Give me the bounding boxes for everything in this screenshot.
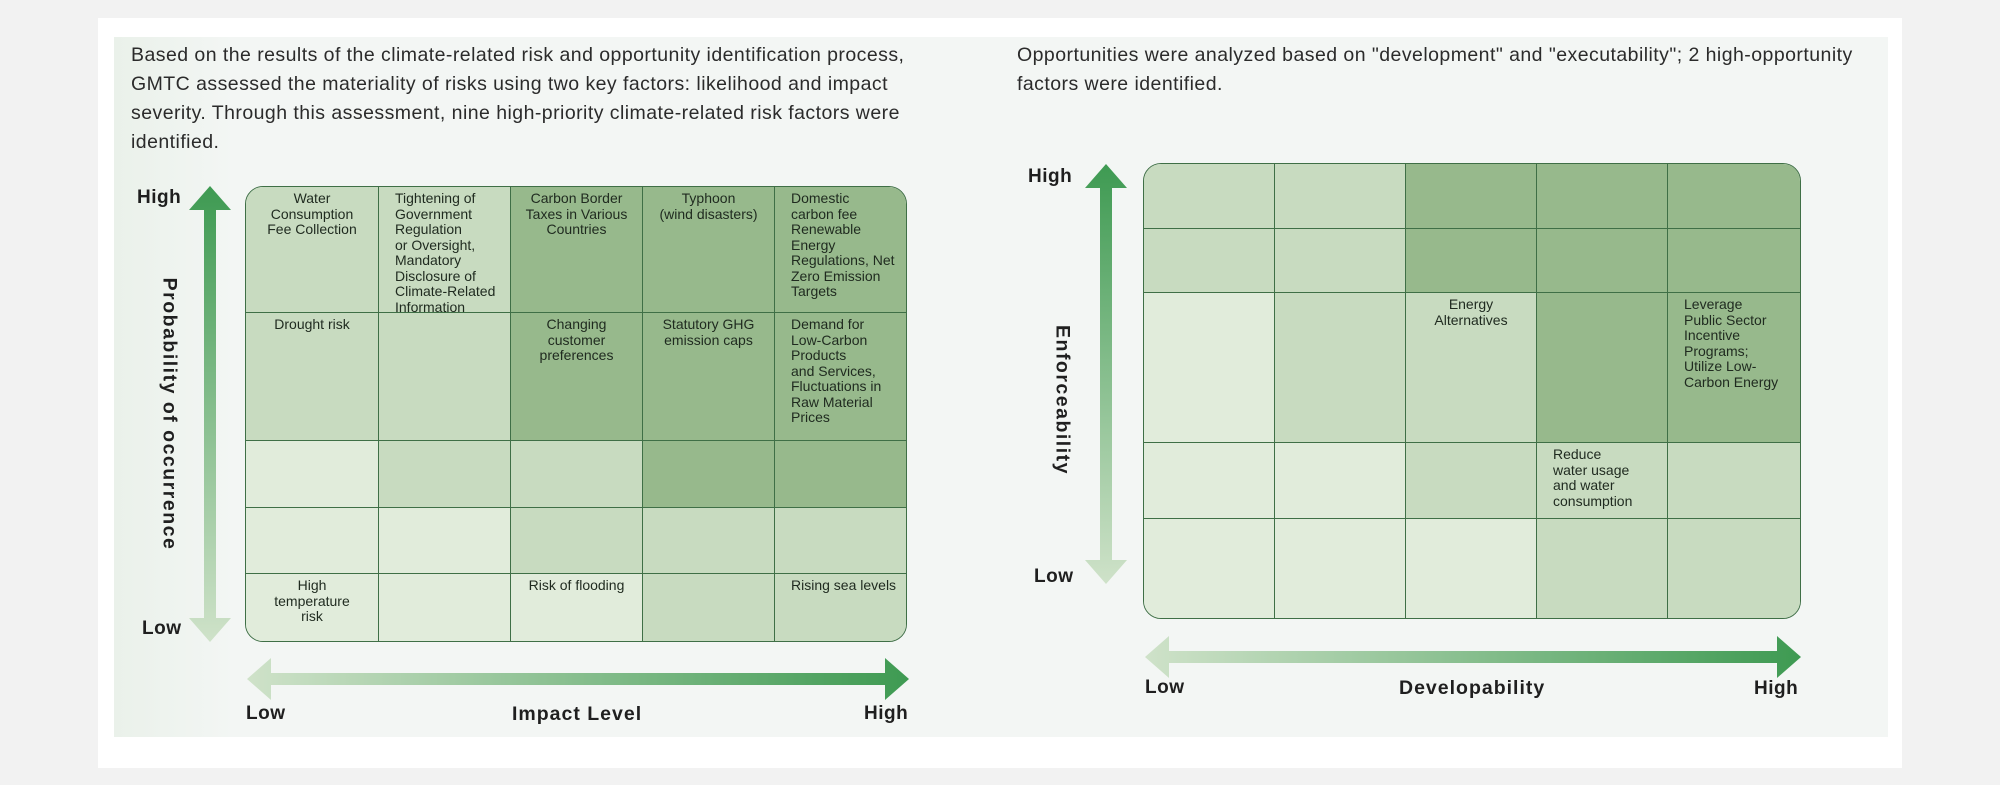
opportunity-cell bbox=[1275, 164, 1406, 229]
risk-cell: Statutory GHG emission caps bbox=[643, 313, 775, 441]
enforceability-low-label: Low bbox=[1034, 566, 1074, 587]
opportunity-cell bbox=[1537, 164, 1668, 229]
risk-cell bbox=[379, 313, 511, 441]
risk-cell: High temperature risk bbox=[246, 574, 379, 641]
impact-high-label: High bbox=[864, 703, 909, 724]
risk-cell bbox=[643, 574, 775, 641]
opportunity-cell bbox=[1275, 443, 1406, 519]
developability-arrow bbox=[1145, 636, 1801, 678]
opportunity-cell bbox=[1668, 229, 1800, 293]
developability-low-label: Low bbox=[1145, 677, 1185, 698]
opportunity-cell bbox=[1668, 164, 1800, 229]
opportunity-cell: Reduce water usage and water consumption bbox=[1537, 443, 1668, 519]
opportunity-cell bbox=[1668, 519, 1800, 618]
opportunity-cell: Energy Alternatives bbox=[1406, 293, 1537, 443]
risk-cell: Risk of flooding bbox=[511, 574, 643, 641]
risk-cell: Carbon Border Taxes in Various Countries bbox=[511, 187, 643, 313]
probability-high-label: High bbox=[137, 187, 182, 208]
risk-cell bbox=[511, 441, 643, 508]
risk-cell: Typhoon (wind disasters) bbox=[643, 187, 775, 313]
probability-axis-title: Probability of occurrence bbox=[158, 277, 181, 551]
risk-cell: Rising sea levels bbox=[775, 574, 906, 641]
opportunity-cell bbox=[1406, 229, 1537, 293]
impact-axis-title: Impact Level bbox=[512, 703, 643, 725]
risk-cell bbox=[775, 508, 906, 574]
risk-cell bbox=[511, 508, 643, 574]
impact-arrow bbox=[247, 658, 909, 700]
opportunity-cell bbox=[1275, 519, 1406, 618]
opportunity-cell bbox=[1537, 519, 1668, 618]
opportunity-cell bbox=[1144, 164, 1275, 229]
probability-arrow bbox=[189, 186, 231, 642]
risk-intro-text: Based on the results of the climate-rela… bbox=[131, 44, 905, 153]
opportunity-intro-text: Opportunities were analyzed based on "de… bbox=[1017, 44, 1853, 95]
risk-cell: Water Consumption Fee Collection bbox=[246, 187, 379, 313]
risk-cell bbox=[246, 441, 379, 508]
opportunity-cell bbox=[1144, 229, 1275, 293]
risk-cell bbox=[379, 574, 511, 641]
opportunity-cell bbox=[1406, 443, 1537, 519]
opportunity-cell bbox=[1144, 293, 1275, 443]
opportunity-cell bbox=[1275, 293, 1406, 443]
enforceability-axis-title: Enforceability bbox=[1051, 325, 1074, 475]
risk-cell bbox=[643, 441, 775, 508]
developability-high-label: High bbox=[1754, 678, 1799, 699]
impact-low-label: Low bbox=[246, 703, 286, 724]
enforceability-arrow bbox=[1085, 164, 1127, 584]
risk-cell: Demand for Low-Carbon Products and Servi… bbox=[775, 313, 906, 441]
developability-axis-title: Developability bbox=[1399, 677, 1546, 699]
opportunity-cell: Leverage Public Sector Incentive Program… bbox=[1668, 293, 1800, 443]
enforceability-high-label: High bbox=[1028, 166, 1073, 187]
opportunity-cell bbox=[1406, 164, 1537, 229]
probability-low-label: Low bbox=[142, 618, 182, 639]
opportunity-cell bbox=[1144, 519, 1275, 618]
risk-cell bbox=[246, 508, 379, 574]
risk-cell bbox=[643, 508, 775, 574]
risk-cell: Changing customer preferences bbox=[511, 313, 643, 441]
opportunity-cell bbox=[1144, 443, 1275, 519]
risk-cell bbox=[775, 441, 906, 508]
risk-cell bbox=[379, 508, 511, 574]
risk-cell: Domestic carbon fee Renewable Energy Reg… bbox=[775, 187, 906, 313]
opportunity-cell bbox=[1668, 443, 1800, 519]
opportunity-cell bbox=[1537, 293, 1668, 443]
risk-cell: Tightening of Government Regulation or O… bbox=[379, 187, 511, 313]
opportunity-cell bbox=[1275, 229, 1406, 293]
opportunity-cell bbox=[1537, 229, 1668, 293]
risk-cell bbox=[379, 441, 511, 508]
opportunity-matrix: Energy Alternatives Leverage Public Secto… bbox=[1143, 163, 1801, 619]
risk-cell: Drought risk bbox=[246, 313, 379, 441]
opportunity-cell bbox=[1406, 519, 1537, 618]
